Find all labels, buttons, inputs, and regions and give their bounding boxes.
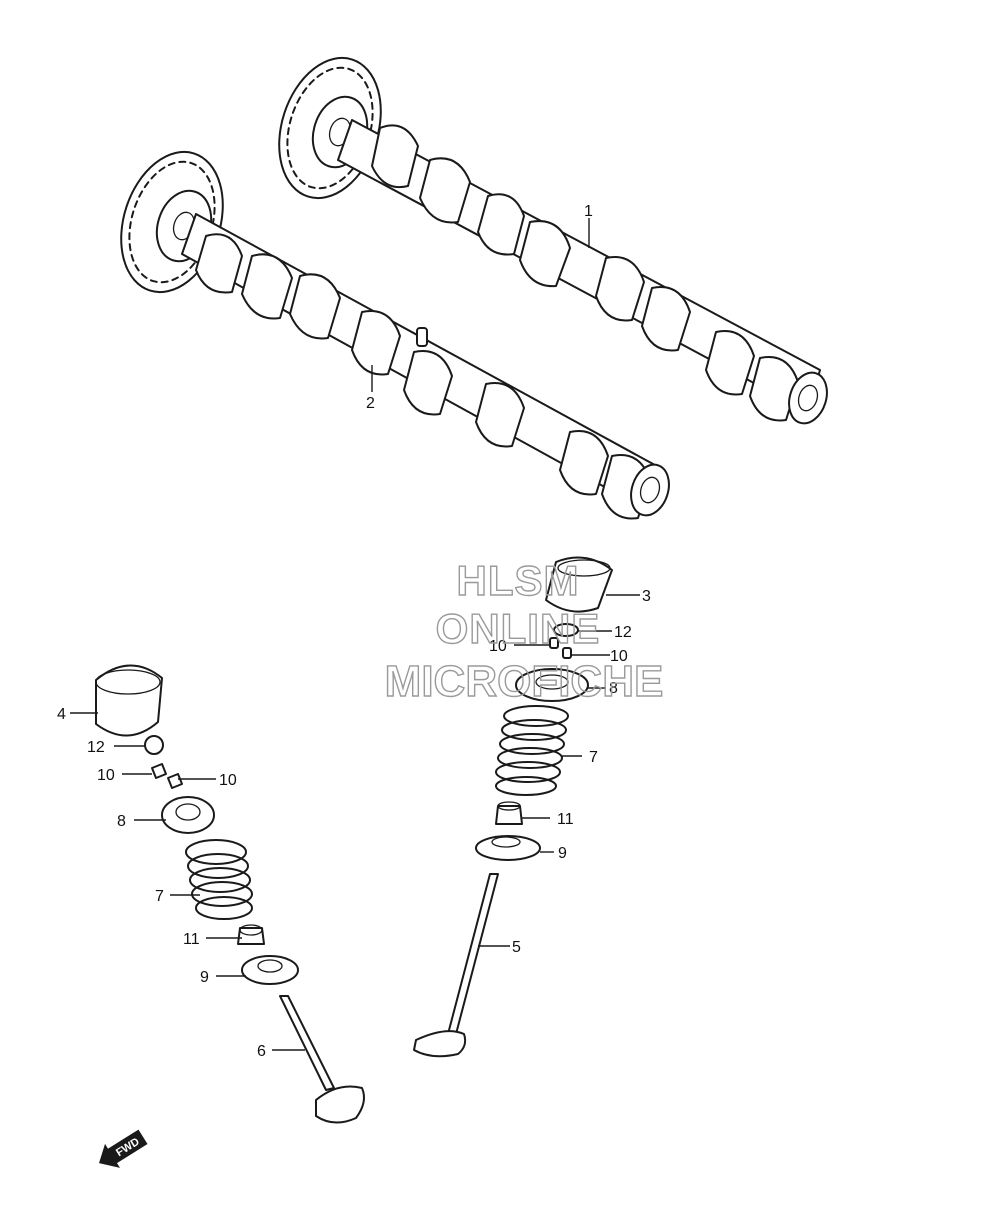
camshaft-1 (278, 56, 828, 425)
watermark-line-2: ONLINE (436, 605, 601, 652)
callout-8-right: 8 (609, 680, 618, 697)
callout-1: 1 (584, 203, 593, 220)
callout-2: 2 (366, 395, 375, 412)
camshaft-2 (120, 150, 670, 520)
right-valve-assembly (413, 556, 613, 1058)
callout-9-left: 9 (200, 969, 209, 986)
callout-11-left: 11 (183, 931, 200, 948)
watermark-line-3: MICROFICHE (385, 657, 664, 706)
callout-12-left: 12 (87, 739, 105, 756)
callout-5: 5 (512, 939, 521, 956)
valve-spring-right (495, 705, 569, 796)
fwd-arrow-badge: FWD (99, 1129, 148, 1168)
leader-lines (70, 218, 640, 1051)
callout-3: 3 (642, 588, 651, 605)
callout-10-left-a: 10 (97, 767, 115, 784)
callout-10-left-b: 10 (219, 772, 237, 789)
callout-9-right: 9 (558, 845, 567, 862)
callout-10-right-a: 10 (489, 638, 507, 655)
callout-labels: 1 2 3 4 5 6 7 7 8 8 9 9 10 10 10 10 11 1… (57, 203, 651, 1060)
callout-6: 6 (257, 1043, 266, 1060)
valve-spring-left (185, 839, 253, 920)
watermark: HLSM ONLINE MICROFICHE (384, 556, 664, 706)
callout-12-right: 12 (614, 624, 632, 641)
callout-4: 4 (57, 706, 66, 723)
callout-7-right: 7 (589, 749, 598, 766)
callout-8-left: 8 (117, 813, 126, 830)
callout-11-right: 11 (557, 811, 574, 828)
callout-7-left: 7 (155, 888, 164, 905)
left-valve-assembly (95, 664, 365, 1124)
watermark-line-1: HLSM (457, 557, 580, 604)
callout-10-right-b: 10 (610, 648, 628, 665)
